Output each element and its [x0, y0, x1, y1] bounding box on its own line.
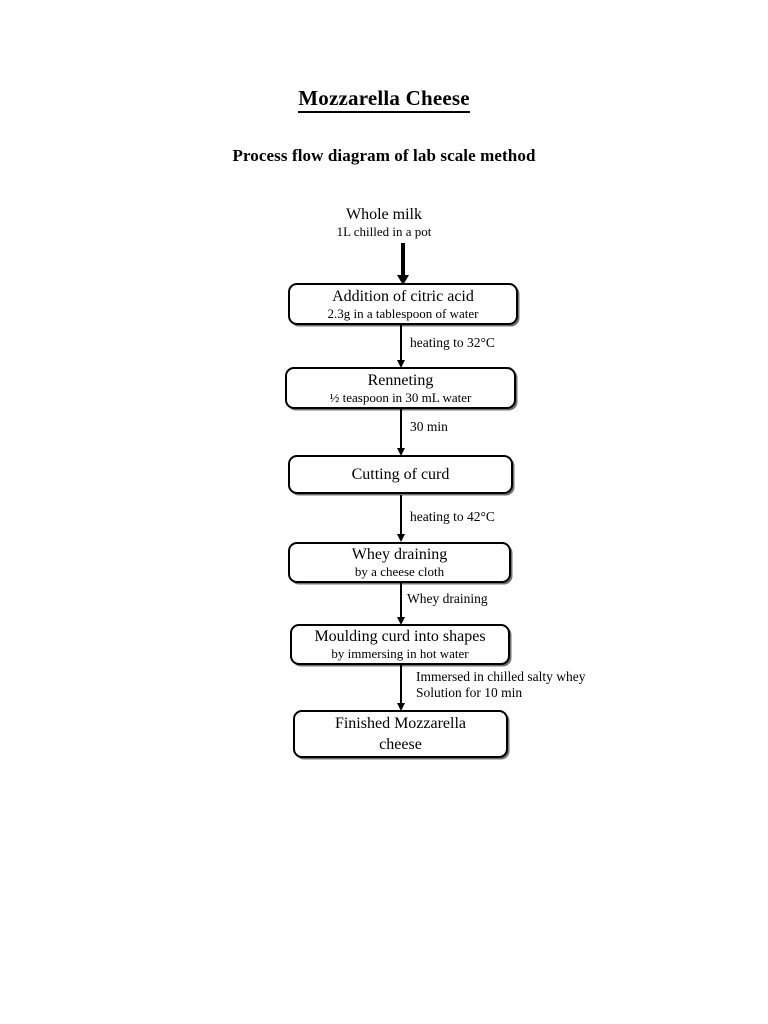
- flow-node-title: Finished Mozzarella: [334, 715, 467, 732]
- flow-node-addition-of-citric-acid[interactable]: Addition of citric acid 2.3g in a tables…: [288, 283, 518, 325]
- flow-node-moulding-curd-into-shapes[interactable]: Moulding curd into shapes by immersing i…: [290, 624, 510, 665]
- flow-node-renneting[interactable]: Renneting ½ teaspoon in 30 mL water: [285, 367, 516, 409]
- page-title-text: Mozzarella Cheese: [298, 86, 470, 113]
- flow-edge-label-1: heating to 32°C: [410, 335, 495, 351]
- arrow-head: [396, 534, 405, 542]
- flow-node-title: Moulding curd into shapes: [314, 628, 486, 645]
- flow-node-subtitle: by immersing in hot water: [331, 646, 469, 661]
- arrow-head: [396, 360, 405, 368]
- flow-node-subtitle: 2.3g in a tablespoon of water: [327, 305, 479, 321]
- flow-edge-label-line1: heating to 42°C: [410, 509, 495, 524]
- flow-start-node-main: Whole milk: [346, 206, 422, 223]
- flow-node-finished-mozzarella-cheese[interactable]: Finished Mozzarella cheese: [293, 710, 508, 758]
- flow-edge-label-line1: 30 min: [410, 419, 448, 434]
- arrow-head: [396, 703, 405, 711]
- arrow-shaft: [401, 243, 405, 275]
- flow-node-whey-draining[interactable]: Whey draining by a cheese cloth: [288, 542, 511, 583]
- flow-node-subtitle: by a cheese cloth: [354, 564, 445, 579]
- flow-node-title: Whey draining: [351, 546, 448, 563]
- flow-node-title: Renneting: [367, 371, 434, 389]
- arrow-shaft: [400, 325, 402, 360]
- flow-node-subtitle: cheese: [379, 736, 422, 753]
- flow-edge-label-2: 30 min: [410, 419, 448, 435]
- flow-node-cutting-of-curd[interactable]: Cutting of curd: [288, 455, 513, 494]
- arrow-head: [396, 448, 405, 456]
- flow-edge-label-line1: Immersed in chilled salty whey: [416, 669, 586, 684]
- flow-edge-label-line2: Solution for 10 min: [416, 685, 523, 700]
- arrow-shaft: [400, 495, 402, 534]
- arrow-shaft: [400, 409, 402, 448]
- flow-edge-label-3: heating to 42°C: [410, 509, 495, 525]
- flow-edge-label-5: Immersed in chilled salty whey Solution …: [416, 669, 585, 701]
- flow-edge-label-line1: Whey draining: [407, 591, 488, 606]
- flow-node-title: Cutting of curd: [351, 466, 450, 483]
- flow-start-node: Whole milk 1L chilled in a pot: [0, 205, 768, 240]
- flow-edge-label-4: Whey draining: [407, 591, 488, 607]
- flow-node-title: Addition of citric acid: [332, 287, 474, 305]
- page-subtitle: Process flow diagram of lab scale method: [232, 146, 536, 165]
- page-title: Mozzarella Cheese: [0, 86, 768, 113]
- flow-start-node-sub: 1L chilled in a pot: [336, 224, 432, 239]
- flow-edge-label-line1: heating to 32°C: [410, 335, 495, 350]
- arrow-head: [397, 275, 409, 285]
- arrow-head: [396, 617, 405, 625]
- flow-node-subtitle: ½ teaspoon in 30 mL water: [329, 389, 472, 405]
- arrow-shaft: [400, 583, 402, 617]
- arrow-shaft: [400, 665, 402, 703]
